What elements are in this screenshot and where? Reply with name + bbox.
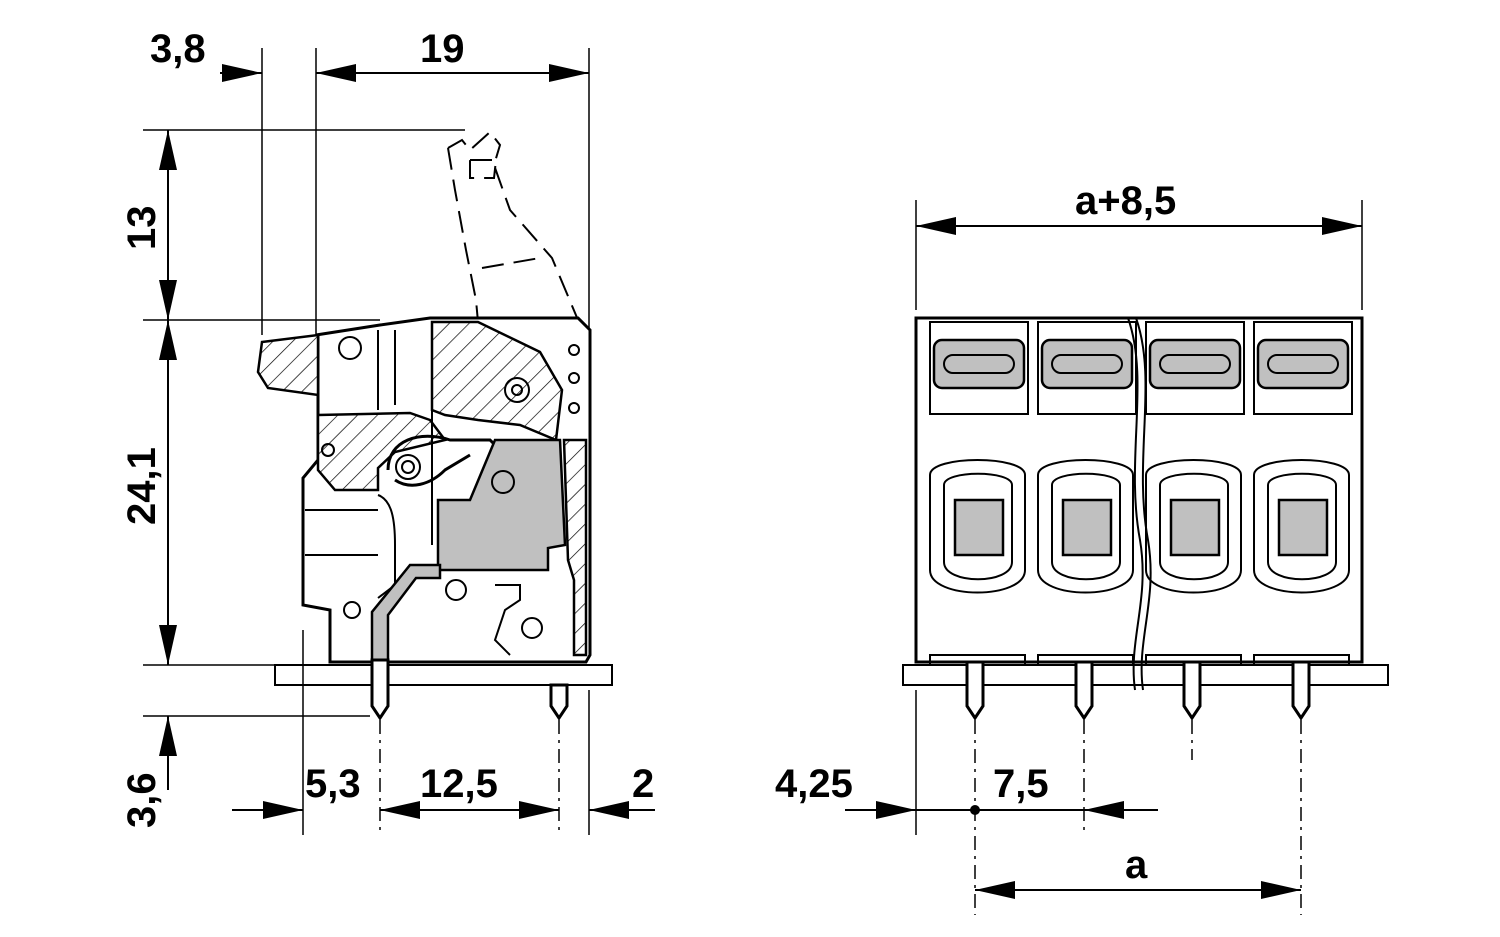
pin-front xyxy=(370,563,442,662)
dim-bottom-offset-label: 5,3 xyxy=(305,762,361,806)
break-line xyxy=(1127,317,1144,691)
dim-edge-offset-label: 4,25 xyxy=(775,762,853,806)
pole-4 xyxy=(1253,321,1353,666)
wire-stub xyxy=(256,333,320,397)
dim-body-height-label: 24,1 xyxy=(120,447,164,525)
dim-lever-height-label: 13 xyxy=(120,206,164,251)
dim-line-top-front xyxy=(916,217,1362,235)
dim-total-width-label: a+8,5 xyxy=(1075,179,1176,223)
dim-line-left xyxy=(159,130,177,790)
dim-pitch-label: 7,5 xyxy=(993,762,1049,806)
front-pins xyxy=(965,660,1311,721)
lever-open-outline xyxy=(447,130,579,323)
front-view: a+8,5 xyxy=(775,179,1389,915)
dim-pin-pitch-label: 12,5 xyxy=(420,762,498,806)
spring-clamp xyxy=(386,434,502,487)
dim-line-span xyxy=(975,881,1301,899)
current-bar xyxy=(436,438,567,572)
dim-span-label: a xyxy=(1125,843,1148,887)
pcb-side xyxy=(274,664,613,686)
housing-section-left xyxy=(316,411,448,492)
dim-top-width-label: 19 xyxy=(420,27,465,71)
pole-1 xyxy=(929,321,1029,666)
pole-3 xyxy=(1145,321,1245,666)
dim-line-bottom-front xyxy=(845,801,1158,819)
side-view: 3,8 19 13 24,1 3,6 xyxy=(120,27,655,835)
dim-top-left-label: 3,8 xyxy=(150,27,206,71)
dim-pin-length-label: 3,6 xyxy=(120,772,164,828)
pin-solder-left xyxy=(370,658,390,721)
dim-bottom-right-label: 2 xyxy=(632,762,654,806)
dim-line-bottom-side xyxy=(232,801,655,819)
housing-section-upper xyxy=(430,320,564,442)
dim-line-top xyxy=(220,64,589,82)
pin-solder-right xyxy=(549,683,569,721)
housing-section-right xyxy=(562,438,588,657)
